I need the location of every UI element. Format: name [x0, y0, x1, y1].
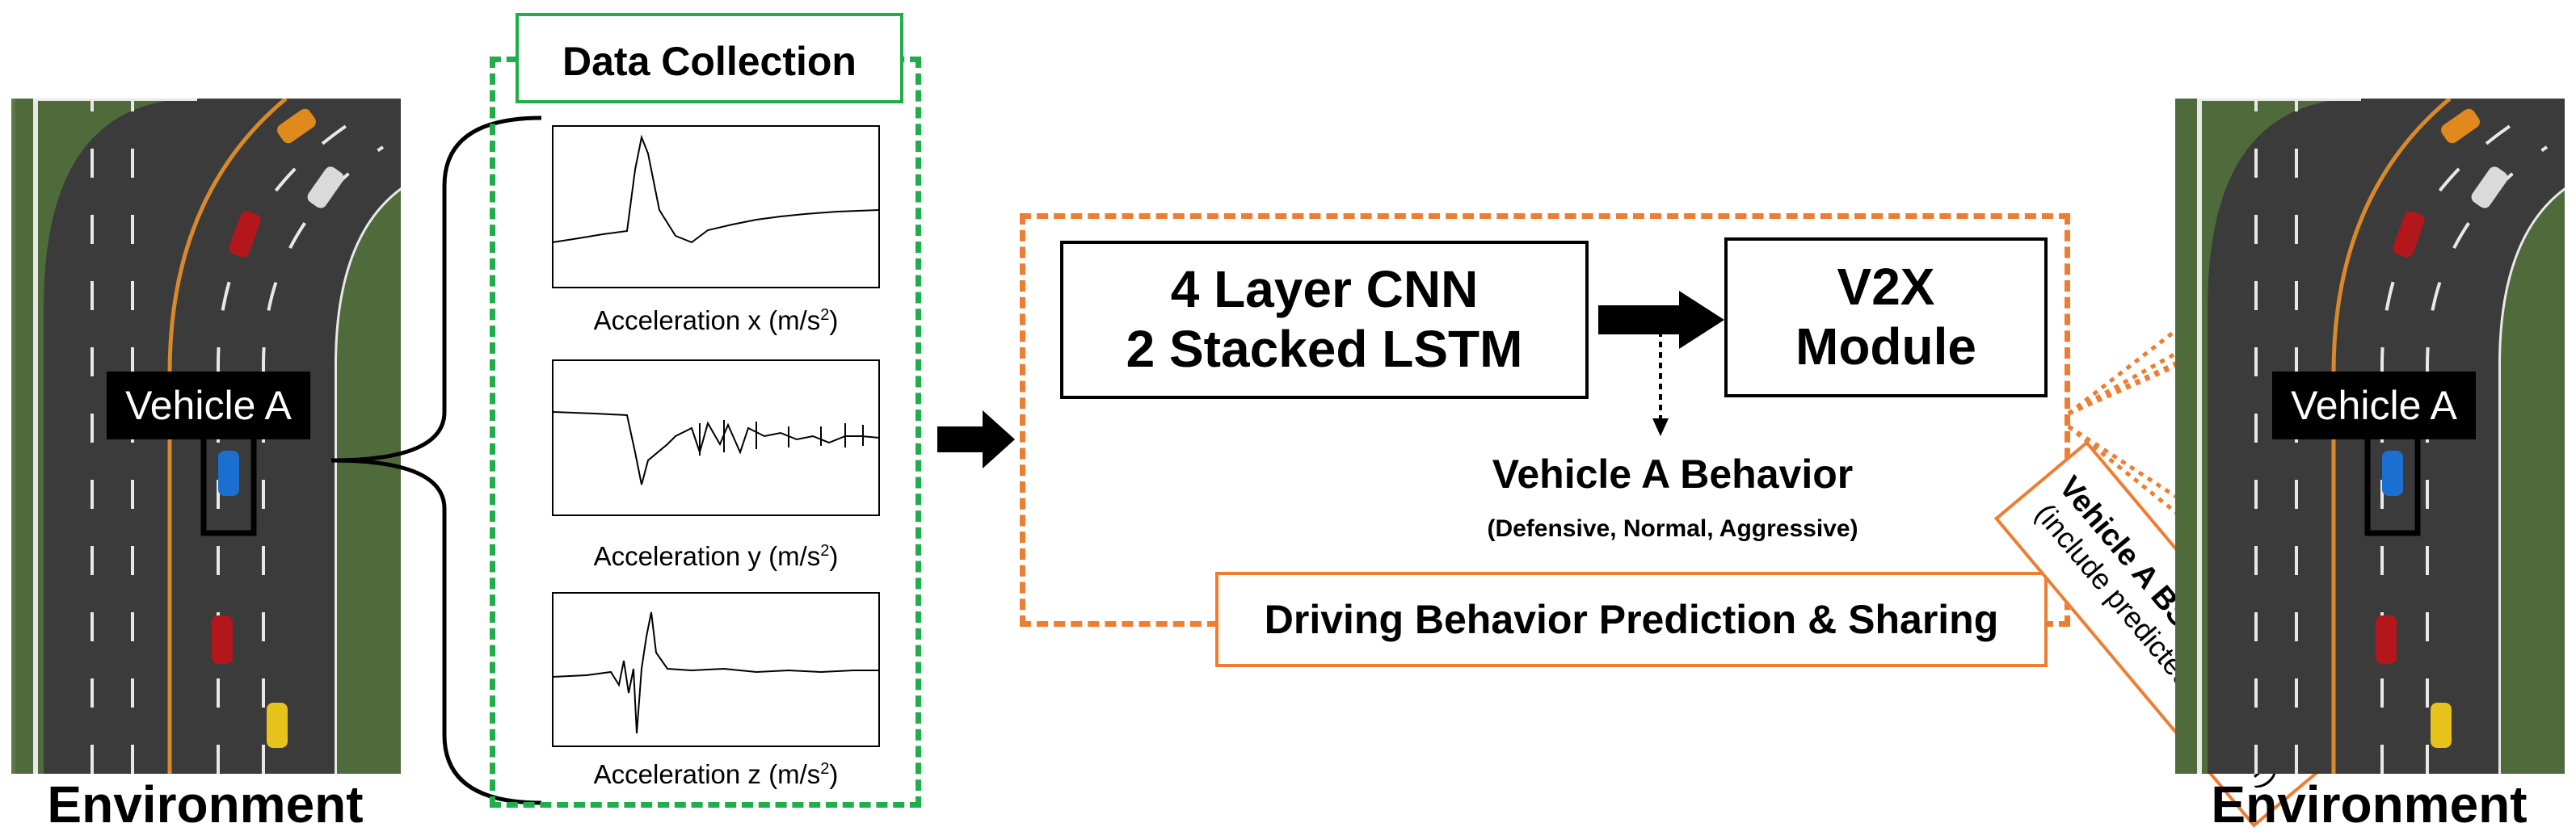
arrow-right-icon — [1598, 291, 1724, 349]
car-icon — [2393, 211, 2425, 258]
car-icon — [2441, 108, 2480, 144]
data-collection-title: Data Collection — [516, 13, 903, 103]
car-icon — [267, 703, 288, 748]
arrow-right-icon — [937, 410, 1015, 468]
v2x-label: V2X — [1837, 258, 1935, 317]
prediction-title: Driving Behavior Prediction & Sharing — [1215, 572, 2048, 667]
acceleration-y-plot — [552, 359, 880, 516]
behavior-classes: (Defensive, Normal, Aggressive) — [1487, 515, 1858, 542]
acceleration-y-caption: Acceleration y (m/s2) — [593, 541, 839, 571]
data-brace — [330, 116, 542, 805]
car-icon — [229, 211, 261, 258]
acceleration-z-caption: Acceleration z (m/s2) — [593, 759, 839, 789]
module-label: Module — [1795, 317, 1976, 376]
car-icon — [2382, 451, 2403, 496]
car-icon — [2376, 615, 2397, 664]
v2x-module-box: V2X Module — [1724, 237, 2048, 397]
car-icon — [2431, 703, 2452, 748]
vehicle-a-tag-right: Vehicle A — [2272, 372, 2476, 439]
acceleration-z-plot — [552, 592, 880, 747]
car-icon — [212, 615, 233, 664]
cnn-label: 4 Layer CNN — [1170, 260, 1479, 319]
lstm-label: 2 Stacked LSTM — [1126, 320, 1523, 378]
vehicle-a-tag-left: Vehicle A — [107, 372, 310, 439]
car-icon — [307, 166, 344, 208]
environment-label-right: Environment — [2211, 775, 2528, 834]
cnn-lstm-box: 4 Layer CNN 2 Stacked LSTM — [1060, 241, 1589, 399]
car-icon — [277, 108, 316, 144]
car-icon — [218, 451, 239, 496]
environment-label-left: Environment — [47, 775, 364, 834]
acceleration-x-caption: Acceleration x (m/s2) — [593, 305, 839, 335]
acceleration-x-plot — [552, 125, 880, 288]
behavior-title: Vehicle A Behavior — [1492, 452, 1854, 497]
dotted-arrow-down-icon — [1652, 331, 1669, 436]
car-icon — [2471, 166, 2508, 208]
